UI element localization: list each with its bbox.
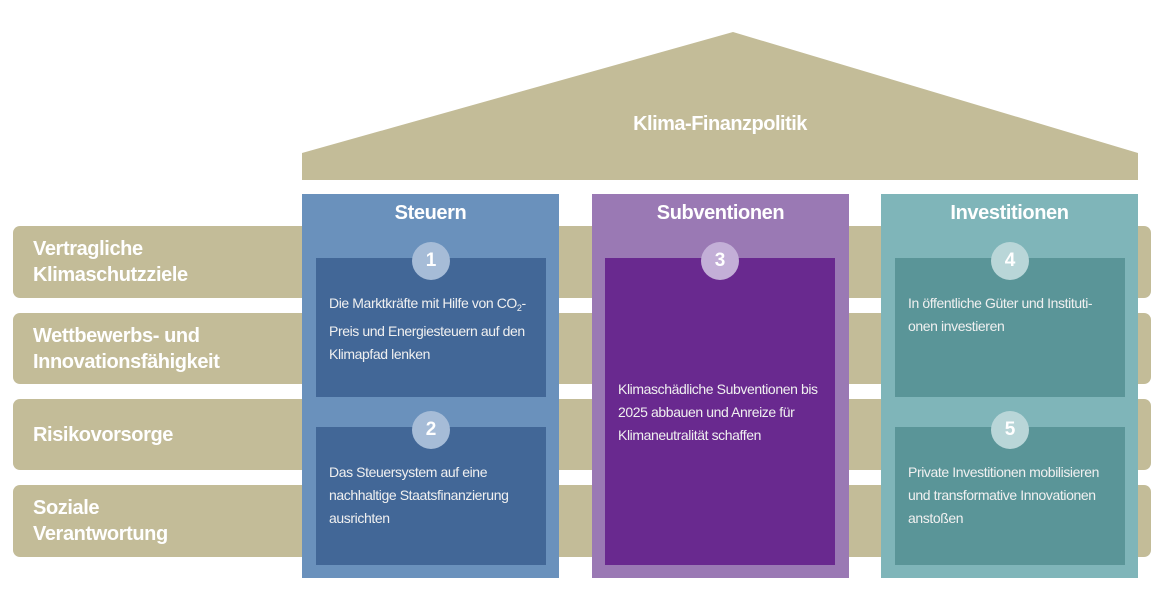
band-label: Wettbewerbs- und Innovationsfähigkeit xyxy=(33,323,220,375)
pillar-title: Subventionen xyxy=(656,202,785,224)
band-label: Risikovorsorge xyxy=(33,422,173,448)
roof-shape xyxy=(302,32,1138,180)
band-label: Soziale Verantwortung xyxy=(33,495,168,547)
roof-title: Klima-Finanzpolitik xyxy=(633,113,807,135)
pillar-title: Steuern xyxy=(394,202,467,224)
pillar-steuern: Steuern 1 Die Marktkräfte mit Hilfe von … xyxy=(302,194,559,578)
band-label-line: Vertragliche xyxy=(33,238,143,260)
pillar-subventionen: Subventionen 3 Klimaschädliche Subventio… xyxy=(592,194,849,578)
measure-box-3: 3 Klimaschädliche Subventionen bis 2025 … xyxy=(605,242,835,565)
roof xyxy=(302,32,1138,180)
number-badge: 3 xyxy=(701,242,739,280)
pillar-title: Investitionen xyxy=(950,202,1069,224)
measure-text: Private Investitionen mobilisieren und t… xyxy=(908,464,1100,526)
number-badge: 2 xyxy=(412,411,450,449)
band-label-line: Risikovorsorge xyxy=(33,423,174,446)
measure-text: Die Marktkräfte mit Hilfe von CO2-Preis … xyxy=(329,295,526,362)
measure-box-1: 1 Die Marktkräfte mit Hilfe von CO2-Prei… xyxy=(316,242,546,397)
band-label-line: Wettbewerbs- und xyxy=(33,324,200,347)
measure-box-2: 2 Das Steuersystem auf eine nachhaltige … xyxy=(316,411,546,565)
measure-text: In öffentliche Güter und Instituti-onen … xyxy=(908,295,1093,334)
measure-text: Das Steuersystem auf eine nachhaltige St… xyxy=(329,464,509,526)
measure-box-5: 5 Private Investitionen mobilisieren und… xyxy=(895,411,1125,565)
number-badge: 4 xyxy=(991,242,1029,280)
band-label-line: Soziale xyxy=(33,497,100,519)
band-label-line: Innovationsfähigkeit xyxy=(33,350,220,373)
band-label-line: Klimaschutzziele xyxy=(33,264,188,286)
measure-text: Klimaschädliche Subventionen bis 2025 ab… xyxy=(618,381,818,443)
pillar-investitionen: Investitionen 4 In öffentliche Güter und… xyxy=(881,194,1138,578)
measure-box-4: 4 In öffentliche Güter und Instituti-one… xyxy=(895,242,1125,397)
band-label-line: Verantwortung xyxy=(33,523,168,545)
number-badge: 1 xyxy=(412,242,450,280)
number-badge: 5 xyxy=(991,411,1029,449)
band-label: Vertragliche Klimaschutzziele xyxy=(33,236,188,288)
